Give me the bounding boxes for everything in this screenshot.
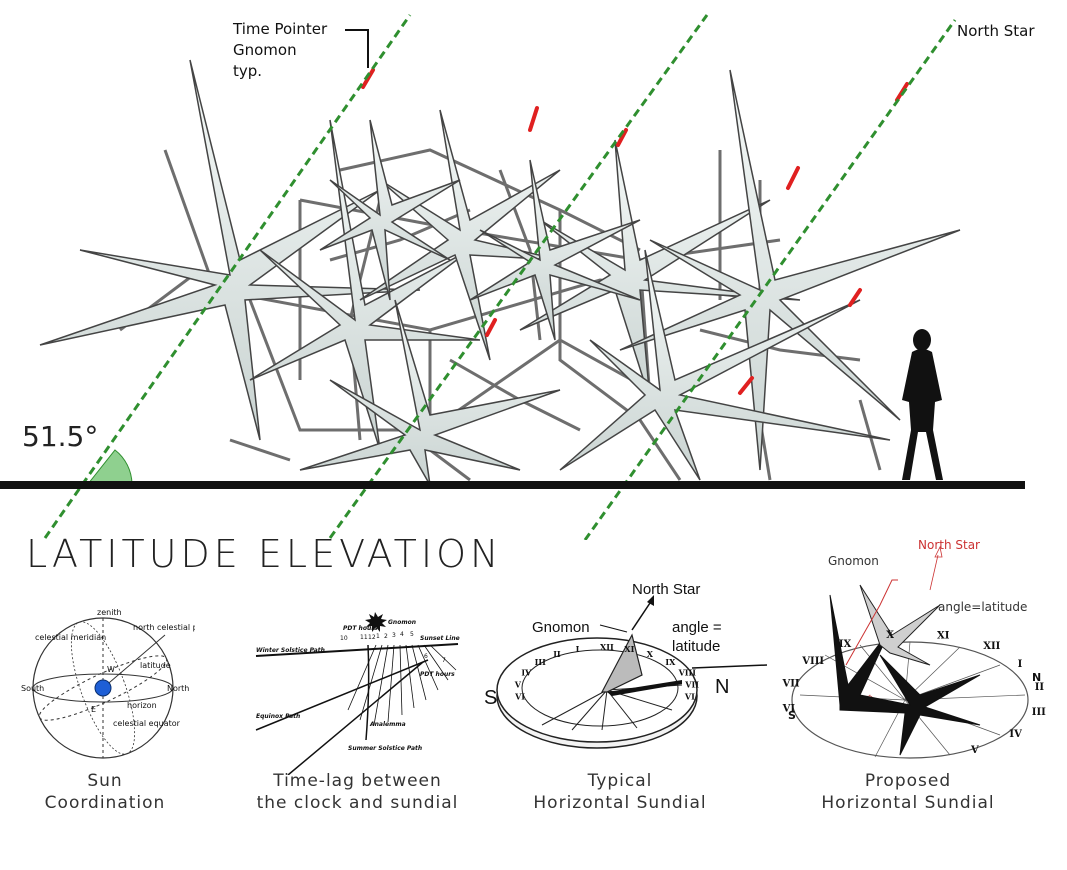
- sun-icon: [365, 612, 387, 632]
- sun-coordination-diagram: zenith north celestial pole celestial me…: [21, 608, 195, 759]
- proposed-numeral: VIII: [801, 656, 824, 667]
- typical-numeral: I: [576, 644, 580, 654]
- gnomon-tips: [361, 68, 909, 395]
- north-star-label: North Star: [957, 22, 1035, 40]
- typical-numeral: V: [514, 679, 522, 689]
- time-pointer-leader: [345, 29, 369, 68]
- proposed-numeral: I: [1018, 659, 1023, 670]
- typical-caption-line1: Typical: [587, 771, 653, 791]
- timelag-caption-line1: Time-lag between: [273, 771, 442, 791]
- proposed-numeral: X: [886, 630, 894, 641]
- hour-label: 5: [410, 631, 414, 638]
- e-label: E: [91, 705, 96, 714]
- typical-caption-line2: Horizontal Sundial: [533, 793, 707, 813]
- latitude-angle-wedge: [86, 449, 133, 485]
- typical-numeral: VII: [684, 679, 699, 689]
- sun-caption-line2: Coordination: [44, 793, 166, 813]
- time-pointer-label-line2: Gnomon: [233, 41, 297, 59]
- zenith-label: zenith: [97, 608, 122, 617]
- gnomon-label: Gnomon: [388, 619, 416, 626]
- proposed-caption-line2: Horizontal Sundial: [821, 793, 995, 813]
- typical-angle-label-line1: angle =: [672, 619, 722, 636]
- typical-numeral: VI: [514, 692, 525, 702]
- w-label: W: [107, 665, 115, 674]
- pdt-hours-top-label: PDT hours: [343, 625, 378, 632]
- summer-path-label: Summer Solstice Path: [348, 745, 422, 752]
- person-silhouette: [902, 329, 943, 480]
- sunset-line-label: Sunset Line: [420, 635, 460, 642]
- celestial-equator-label: celestial equator: [113, 719, 181, 728]
- typical-numeral: XI: [624, 644, 634, 654]
- typical-numeral: IV: [521, 668, 532, 678]
- proposed-numeral: III: [1032, 707, 1046, 718]
- proposed-numeral: IV: [1009, 729, 1022, 740]
- proposed-numeral: IX: [839, 639, 852, 650]
- proposed-angle-label: angle=latitude: [938, 600, 1027, 614]
- typical-numeral: IX: [665, 657, 676, 667]
- proposed-gnomon-label: Gnomon: [828, 554, 879, 568]
- typical-gnomon-label: Gnomon: [532, 619, 590, 636]
- hour-label: 3: [392, 632, 396, 639]
- time-pointer-label-line1: Time Pointer: [233, 20, 328, 38]
- hour-label: 4: [400, 631, 404, 638]
- time-pointer-label-line3: typ.: [233, 62, 263, 80]
- star-nodes: [39, 59, 961, 486]
- proposed-numeral: V: [970, 745, 979, 756]
- hour-label: 7: [442, 657, 446, 664]
- proposed-numeral: XII: [983, 641, 1000, 652]
- page-title: LATITUDE ELEVATION: [26, 532, 503, 576]
- proposed-numeral: XI: [937, 631, 950, 642]
- north-star-lines: [43, 14, 957, 540]
- typical-gnomon: [601, 633, 643, 693]
- typical-numeral: III: [535, 657, 546, 667]
- proposed-numeral: VI: [782, 703, 796, 714]
- proposed-n-label: N: [1032, 671, 1041, 684]
- celestial-pole-label: north celestial pole: [133, 623, 195, 632]
- sun-caption-line1: Sun: [87, 771, 123, 791]
- typical-north-star-label: North Star: [632, 581, 700, 598]
- hour-label: 6: [424, 653, 428, 660]
- time-lag-diagram: Gnomon Winter Solstice Path Sunset Line …: [255, 612, 460, 775]
- latitude-angle-label: 51.5°: [22, 420, 99, 453]
- south-label: South: [21, 684, 44, 693]
- ground-line: [0, 481, 1025, 489]
- proposed-gnomon-structure: [829, 594, 981, 756]
- hour-label: 1: [376, 633, 380, 640]
- equinox-path-label: Equinox Path: [256, 713, 300, 720]
- hour-label: 10: [340, 635, 348, 642]
- proposed-s-label: S: [788, 709, 796, 722]
- winter-path-label: Winter Solstice Path: [256, 647, 325, 654]
- timelag-caption-line2: the clock and sundial: [256, 793, 459, 813]
- typical-numeral: X: [647, 649, 654, 659]
- analemma-label: Analemma: [369, 721, 406, 728]
- typical-numeral: XII: [600, 642, 614, 652]
- proposed-north-star-label: North Star: [918, 538, 980, 552]
- north-label: North: [167, 684, 189, 693]
- hour-label: 12: [368, 634, 376, 641]
- elevation-drawing: [0, 14, 1025, 540]
- celestial-meridian-label: celestial meridian: [35, 633, 106, 642]
- hour-label: 11: [360, 634, 368, 641]
- pdt-hours-mid-label: PDT hours: [420, 671, 455, 678]
- latitude-label: latitude: [140, 661, 171, 670]
- hour-label: 2: [384, 633, 388, 640]
- typical-angle-label-line2: latitude: [672, 638, 720, 655]
- proposed-caption-line1: Proposed: [864, 771, 952, 791]
- typical-numeral: II: [553, 649, 561, 659]
- typical-numeral: VI: [684, 692, 695, 702]
- typical-n-label: N: [715, 676, 729, 698]
- horizon-label: horizon: [127, 701, 157, 710]
- typical-numeral: VIII: [678, 668, 697, 678]
- typical-s-label: S: [484, 687, 497, 709]
- proposed-numeral: VII: [782, 679, 800, 690]
- proposed-numeral: II: [1035, 682, 1045, 693]
